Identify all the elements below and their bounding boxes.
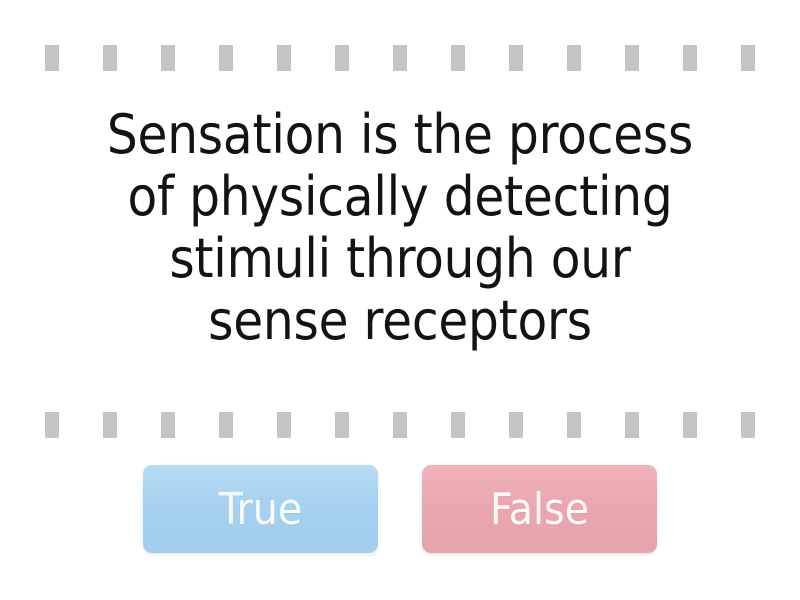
dash-mark (625, 45, 639, 71)
answer-button-false[interactable]: False (422, 465, 657, 553)
dash-mark (45, 45, 59, 71)
dash-mark (683, 45, 697, 71)
dash-mark (393, 45, 407, 71)
question-text: Sensation is the process of physically d… (0, 104, 800, 352)
dash-mark (741, 412, 755, 438)
dash-mark (567, 45, 581, 71)
dash-mark (451, 45, 465, 71)
dash-mark (509, 412, 523, 438)
question-line: of physically detecting (127, 165, 673, 228)
dash-mark (219, 45, 233, 71)
dash-mark (335, 412, 349, 438)
dash-mark (451, 412, 465, 438)
dash-mark (277, 45, 291, 71)
question-line: stimuli through our (169, 227, 631, 290)
dashed-separator-bottom (0, 412, 800, 438)
answer-options: True False (0, 465, 800, 553)
dash-mark (161, 45, 175, 71)
dash-mark (683, 412, 697, 438)
dash-mark (103, 45, 117, 71)
dash-mark (625, 412, 639, 438)
dash-mark (103, 412, 117, 438)
dash-mark (567, 412, 581, 438)
dash-mark (741, 45, 755, 71)
dash-mark (219, 412, 233, 438)
dash-mark (161, 412, 175, 438)
dashed-separator-top (0, 45, 800, 71)
question-line: sense receptors (208, 289, 592, 352)
dash-mark (277, 412, 291, 438)
dash-mark (335, 45, 349, 71)
answer-button-true[interactable]: True (143, 465, 378, 553)
dash-mark (393, 412, 407, 438)
dash-mark (45, 412, 59, 438)
question-line: Sensation is the process (106, 103, 694, 166)
dash-mark (509, 45, 523, 71)
